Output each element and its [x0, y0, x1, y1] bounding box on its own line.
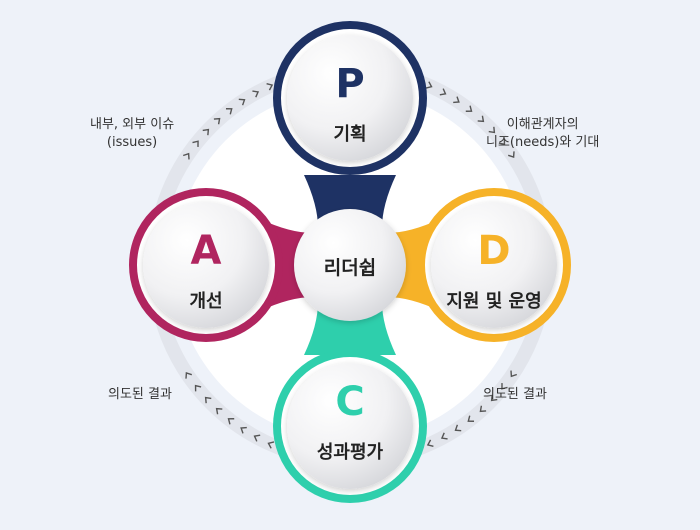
- arrow-plan-to-do-chevron: [488, 126, 496, 134]
- label-stakeholders: 이해관계자의 니즈(needs)와 기대: [486, 116, 599, 152]
- arrow-plan-to-do-chevron: [498, 138, 506, 146]
- check-text: C 성과평가: [280, 380, 420, 464]
- arrow-do-to-check-chevron: [501, 383, 508, 390]
- arrow-check-to-act-chevron: [240, 426, 247, 434]
- node-act: [129, 188, 283, 342]
- arrow-do-to-check-chevron: [490, 394, 498, 402]
- arrow-do-to-check-chevron: [479, 405, 487, 413]
- arrow-do-to-check-chevron: [467, 415, 475, 422]
- arrow-act-to-plan-chevron: [266, 83, 274, 91]
- arrow-check-to-act-chevron: [227, 418, 235, 425]
- arrow-act-to-plan-chevron: [225, 108, 233, 115]
- arrow-check-to-act-chevron: [253, 434, 261, 442]
- do-ball: [431, 202, 557, 328]
- label-issues: 내부, 외부 이슈 (issues): [90, 116, 174, 152]
- act-text: A 개선: [136, 229, 276, 313]
- arrow-plan-to-do-chevron: [453, 96, 460, 104]
- arrow-check-to-act-chevron: [185, 371, 193, 379]
- arrow-do-to-check-chevron: [440, 432, 448, 440]
- act-title: 개선: [189, 291, 223, 312]
- arrow-plan-to-do-chevron: [425, 81, 433, 89]
- node-plan: [273, 21, 427, 175]
- arrow-act-to-plan-chevron: [192, 140, 199, 147]
- label-intended-results-left: 의도된 결과: [108, 387, 172, 402]
- check-ball: [287, 363, 413, 489]
- do-text: D 지원 및 운영: [424, 229, 564, 313]
- check-title: 성과평가: [316, 442, 384, 463]
- arrow-do-to-check-chevron: [454, 424, 462, 432]
- arrow-act-to-plan-chevron: [238, 98, 246, 106]
- flow-arrows: [182, 81, 518, 449]
- plan-title: 기획: [333, 124, 367, 145]
- arrow-act-to-plan-chevron: [252, 90, 260, 98]
- node-check: [273, 349, 427, 503]
- arrow-plan-to-do-chevron: [439, 88, 447, 96]
- arrow-check-to-act-chevron: [267, 441, 275, 449]
- label-intended-results-right: 의도된 결과: [483, 387, 547, 402]
- do-title: 지원 및 운영: [446, 291, 542, 312]
- arrow-do-to-check-chevron: [510, 370, 518, 378]
- arrow-plan-to-do-chevron: [477, 115, 485, 123]
- arrow-plan-to-do-chevron: [465, 105, 473, 112]
- plan-text: P 기획: [280, 62, 420, 146]
- arrow-check-to-act-chevron: [194, 384, 202, 392]
- arrow-check-to-act-chevron: [204, 396, 212, 404]
- plan-ball: [287, 35, 413, 161]
- label-stakeholders-line2: 니즈(needs)와 기대: [486, 135, 600, 150]
- label-stakeholders-line1: 이해관계자의: [506, 117, 579, 132]
- act-letter: A: [190, 228, 222, 274]
- node-do: [417, 188, 571, 342]
- check-letter: C: [335, 379, 365, 425]
- arrow-check-to-act-chevron: [215, 407, 223, 415]
- do-letter: D: [477, 228, 511, 274]
- plan-letter: P: [335, 61, 365, 107]
- arrow-plan-to-do-chevron: [507, 151, 515, 159]
- arrow-act-to-plan-chevron: [202, 128, 210, 136]
- arrow-do-to-check-chevron: [426, 439, 434, 447]
- center-label: 리더쉽: [323, 257, 377, 279]
- act-ball: [143, 202, 269, 328]
- label-issues-line2: (issues): [106, 135, 158, 150]
- arrow-act-to-plan-chevron: [182, 152, 190, 160]
- arrow-act-to-plan-chevron: [213, 117, 221, 125]
- center-hub: [294, 209, 406, 321]
- label-issues-line1: 내부, 외부 이슈: [90, 117, 175, 132]
